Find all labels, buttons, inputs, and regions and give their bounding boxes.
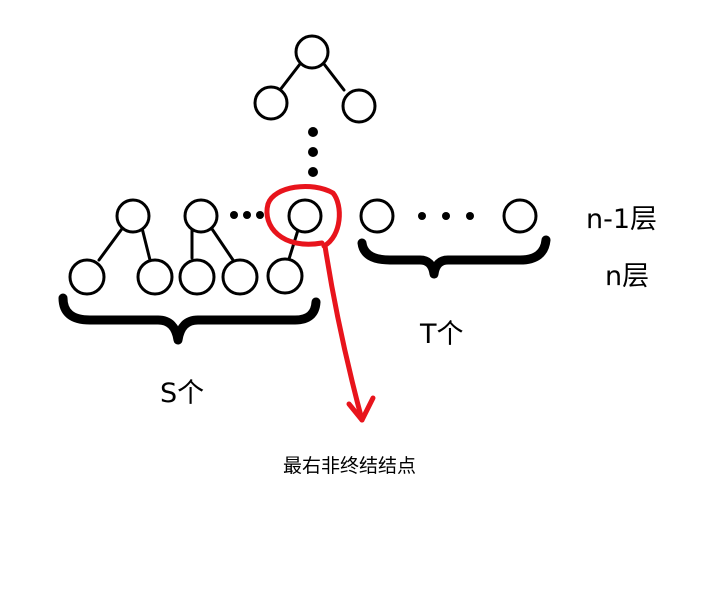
edge-a-child1 [97, 224, 126, 262]
highlight-circle [264, 184, 342, 249]
top-left-node [253, 85, 289, 121]
ellipsis-dot [308, 147, 318, 157]
level-n-node [266, 257, 304, 295]
level-n-1-node [183, 198, 219, 234]
label-level-n-minus-1: n-1层 [586, 204, 657, 235]
label-count-t: T个 [419, 319, 464, 350]
ellipsis-dot [308, 167, 318, 177]
level-n-node [136, 258, 174, 296]
edge-root-left [278, 62, 302, 92]
ellipsis-dot [256, 211, 264, 219]
ellipsis-dot [308, 127, 318, 137]
label-level-n: n层 [605, 261, 649, 292]
level-n-1-node [359, 198, 395, 234]
label-count-s: S个 [160, 378, 204, 409]
ellipsis-dot [442, 212, 450, 220]
rightmost-nonterminal-node [287, 198, 323, 234]
brace-t [357, 235, 551, 279]
edge-root-right [322, 62, 346, 92]
ellipsis-dot [243, 211, 251, 219]
highlight-arrow [322, 243, 365, 423]
label-rightmost-nonterminal: 最右非终结结点 [283, 455, 416, 477]
edge-a-child2 [140, 226, 152, 262]
level-n-1-node [502, 198, 538, 234]
level-n-node [221, 258, 259, 296]
ellipsis-dot [230, 211, 238, 219]
level-n-node [178, 258, 216, 296]
brace-s [58, 293, 321, 345]
arrow-head [346, 395, 376, 423]
edge-b-child2 [208, 224, 235, 262]
level-n-1-node [115, 198, 151, 234]
ellipsis-dot [418, 212, 426, 220]
level-n-node [68, 258, 106, 296]
ellipsis-dot [466, 212, 474, 220]
top-right-node [341, 88, 377, 124]
root-node [294, 34, 330, 70]
